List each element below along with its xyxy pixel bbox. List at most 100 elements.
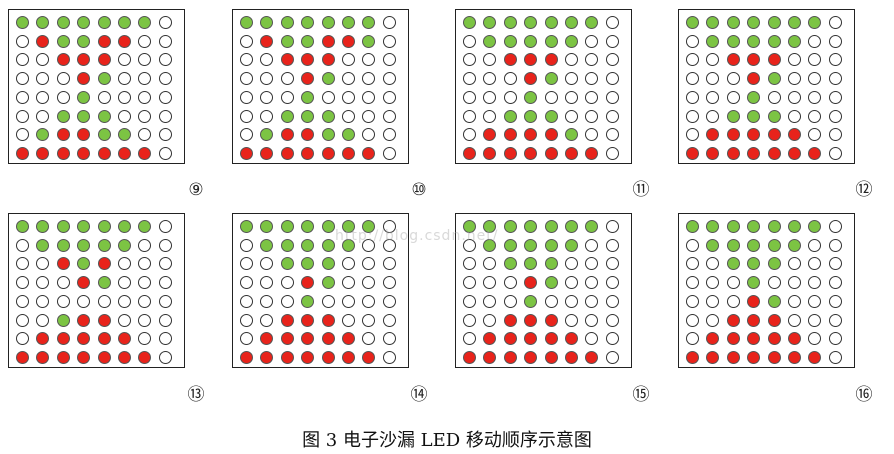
led-red bbox=[77, 146, 91, 160]
led-green bbox=[747, 109, 761, 123]
led-green bbox=[260, 220, 274, 233]
led-off bbox=[828, 350, 842, 364]
led-green bbox=[726, 34, 740, 48]
panel-step-number: ⑪ bbox=[632, 180, 650, 200]
led-off bbox=[605, 350, 619, 364]
led-off bbox=[503, 90, 517, 104]
led-red bbox=[524, 72, 538, 86]
led-green bbox=[767, 238, 781, 252]
led-red bbox=[77, 128, 91, 142]
led-red bbox=[77, 53, 91, 67]
led-red bbox=[726, 128, 740, 142]
led-green bbox=[524, 220, 538, 233]
led-off bbox=[342, 53, 355, 67]
led-off bbox=[686, 128, 699, 142]
led-green bbox=[726, 16, 740, 29]
led-off bbox=[767, 90, 781, 104]
led-green bbox=[503, 257, 517, 271]
led-off bbox=[565, 72, 578, 86]
led-off bbox=[706, 276, 720, 290]
led-off bbox=[463, 313, 476, 327]
led-green bbox=[706, 238, 720, 252]
led-green bbox=[56, 16, 70, 29]
led-off bbox=[808, 53, 822, 67]
led-red bbox=[788, 350, 801, 364]
led-green bbox=[280, 16, 294, 29]
led-red bbox=[524, 313, 538, 327]
led-off bbox=[565, 313, 578, 327]
led-red bbox=[97, 313, 111, 327]
led-off bbox=[118, 53, 131, 67]
led-off bbox=[767, 276, 781, 290]
led-off bbox=[808, 34, 822, 48]
led-green bbox=[747, 276, 761, 290]
led-red bbox=[240, 350, 253, 364]
led-off bbox=[483, 257, 497, 271]
led-off bbox=[56, 90, 70, 104]
led-off bbox=[158, 257, 172, 271]
led-green bbox=[260, 128, 274, 142]
led-green bbox=[56, 109, 70, 123]
led-off bbox=[808, 332, 822, 346]
led-red bbox=[301, 276, 315, 290]
led-green bbox=[544, 220, 558, 233]
led-green bbox=[788, 238, 801, 252]
led-off bbox=[788, 53, 801, 67]
led-off bbox=[544, 90, 558, 104]
led-green bbox=[36, 238, 50, 252]
led-red bbox=[260, 332, 274, 346]
led-off bbox=[240, 109, 253, 123]
led-red bbox=[301, 146, 315, 160]
led-off bbox=[828, 90, 842, 104]
led-green bbox=[36, 220, 50, 233]
led-off bbox=[158, 128, 172, 142]
led-red bbox=[118, 146, 131, 160]
led-green bbox=[16, 220, 29, 233]
led-red bbox=[503, 53, 517, 67]
led-off bbox=[828, 128, 842, 142]
led-red bbox=[503, 313, 517, 327]
led-red bbox=[544, 350, 558, 364]
led-off bbox=[158, 34, 172, 48]
led-red bbox=[56, 350, 70, 364]
led-off bbox=[788, 72, 801, 86]
led-red bbox=[565, 350, 578, 364]
led-green bbox=[524, 294, 538, 308]
led-green bbox=[97, 276, 111, 290]
led-red bbox=[503, 332, 517, 346]
led-red bbox=[16, 350, 29, 364]
led-off bbox=[808, 109, 822, 123]
led-off bbox=[788, 294, 801, 308]
led-red bbox=[585, 146, 599, 160]
led-red bbox=[97, 53, 111, 67]
led-off bbox=[362, 257, 376, 271]
led-green bbox=[77, 16, 91, 29]
led-red bbox=[36, 350, 50, 364]
led-off bbox=[97, 294, 111, 308]
led-off bbox=[686, 313, 699, 327]
led-red bbox=[321, 332, 335, 346]
led-off bbox=[605, 146, 619, 160]
led-off bbox=[828, 238, 842, 252]
led-green bbox=[280, 238, 294, 252]
led-off bbox=[605, 16, 619, 29]
led-off bbox=[77, 294, 91, 308]
led-off bbox=[158, 332, 172, 346]
led-green bbox=[301, 257, 315, 271]
led-matrix-panel bbox=[8, 213, 185, 368]
led-green bbox=[808, 220, 822, 233]
led-red bbox=[280, 128, 294, 142]
panel-step-number: ⑫ bbox=[855, 180, 873, 200]
led-green bbox=[280, 34, 294, 48]
led-off bbox=[362, 276, 376, 290]
led-green bbox=[747, 220, 761, 233]
led-green bbox=[524, 34, 538, 48]
led-off bbox=[788, 109, 801, 123]
led-off bbox=[138, 294, 152, 308]
led-off bbox=[585, 128, 599, 142]
led-matrix-panel bbox=[678, 9, 855, 164]
figure-caption: 图 3 电子沙漏 LED 移动顺序示意图 bbox=[302, 430, 592, 451]
led-green bbox=[321, 220, 335, 233]
led-red bbox=[483, 332, 497, 346]
led-off bbox=[16, 238, 29, 252]
